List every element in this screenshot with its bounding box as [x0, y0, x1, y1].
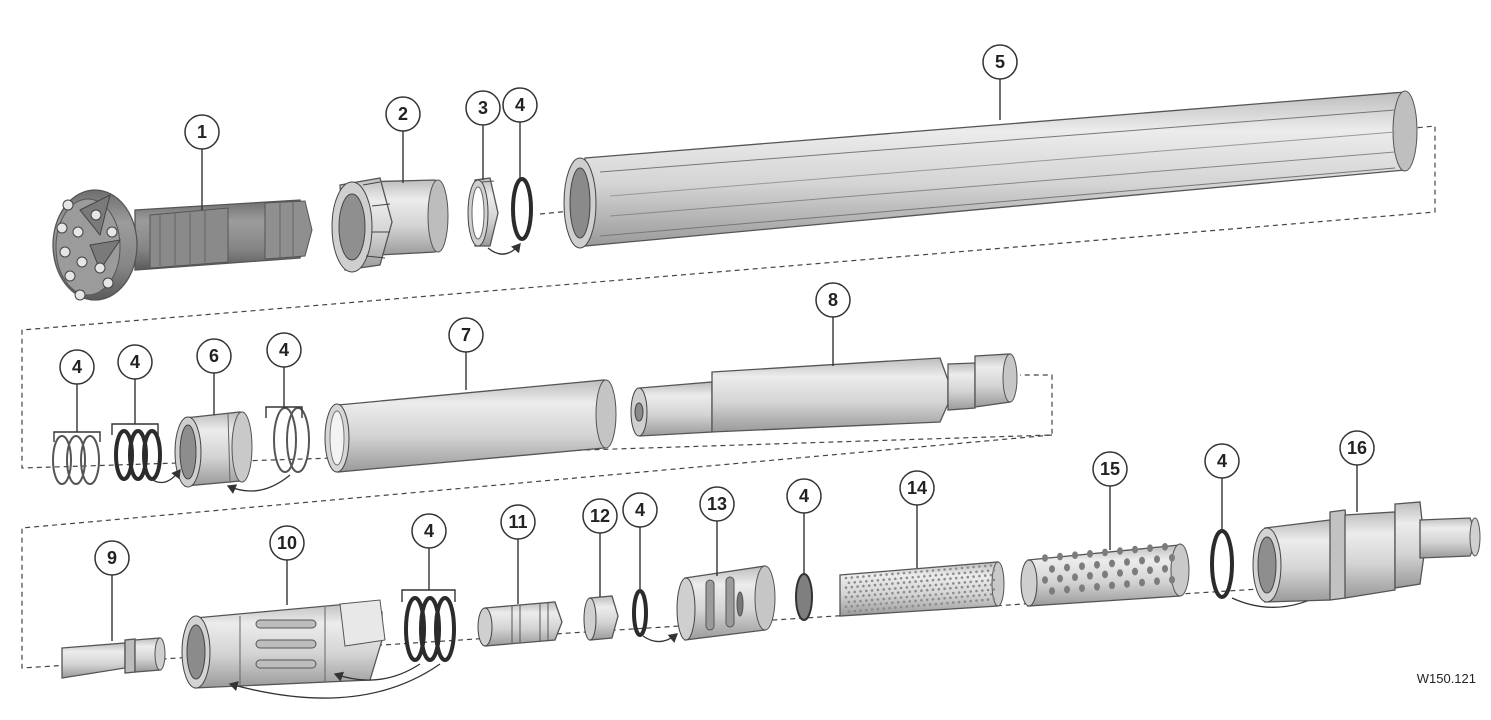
callout-5: 5	[982, 44, 1018, 80]
part-16-backhead	[1252, 501, 1481, 603]
callout-16-label: 16	[1347, 438, 1367, 458]
callout-7: 7	[448, 317, 484, 353]
drawing-code: W150.121	[1417, 671, 1476, 686]
part-1-drill-bit	[52, 189, 313, 301]
part-4-o-ring-set-b	[111, 423, 162, 481]
callout-4-label: 4	[799, 486, 809, 506]
callout-4: 4	[622, 492, 658, 528]
part-4-o-ring	[1210, 529, 1234, 599]
callout-7-label: 7	[461, 325, 471, 345]
assembly-arrow	[642, 633, 679, 643]
part-6-valve-sleeve	[174, 411, 253, 488]
callout-4-label: 4	[635, 500, 645, 520]
callout-2: 2	[385, 96, 421, 132]
callout-14: 14	[899, 470, 935, 506]
callout-8-label: 8	[828, 290, 838, 310]
part-12-spacer	[583, 595, 619, 641]
assembly-arrow	[333, 663, 421, 682]
callout-4: 4	[502, 87, 538, 123]
callout-16: 16	[1339, 430, 1375, 466]
callout-4: 4	[117, 344, 153, 380]
part-4-o-ring-set-c	[265, 406, 310, 473]
callout-14-label: 14	[907, 478, 927, 498]
part-7-cylinder	[324, 379, 617, 473]
callout-13-label: 13	[707, 494, 727, 514]
callout-4-label: 4	[1217, 451, 1227, 471]
callout-leaders	[76, 79, 1358, 641]
part-4-o-ring-set-a	[52, 431, 101, 485]
callout-13: 13	[699, 486, 735, 522]
callout-11-label: 11	[508, 512, 527, 532]
callout-5-label: 5	[995, 52, 1005, 72]
callout-15: 15	[1092, 451, 1128, 487]
assembly-arrow	[226, 474, 291, 494]
part-4-o-ring	[795, 573, 813, 621]
callout-10: 10	[269, 525, 305, 561]
assembly-arrow	[149, 468, 181, 484]
callout-4: 4	[1204, 443, 1240, 479]
callout-6: 6	[196, 338, 232, 374]
part-4-o-ring-set-d	[401, 589, 456, 662]
callout-2-label: 2	[398, 104, 408, 124]
part-3-retaining-ring	[467, 177, 499, 247]
part-13-valve-housing	[676, 565, 776, 641]
part-11-check-valve	[477, 601, 563, 647]
callout-11: 11	[500, 504, 536, 540]
part-9-foot-valve	[61, 637, 166, 679]
callout-12: 12	[582, 498, 618, 534]
callout-1: 1	[184, 114, 220, 150]
callout-6-label: 6	[209, 346, 219, 366]
callout-15-label: 15	[1100, 459, 1120, 479]
assembly-arrow	[487, 243, 521, 255]
part-15-perforated-sleeve	[1020, 543, 1190, 607]
assembly-arrow	[228, 663, 441, 699]
callout-4: 4	[786, 478, 822, 514]
callout-3: 3	[465, 90, 501, 126]
callout-4-label: 4	[130, 352, 140, 372]
callout-9-label: 9	[107, 548, 117, 568]
callout-4-label: 4	[279, 340, 289, 360]
part-2-chuck	[331, 177, 449, 273]
callout-4: 4	[411, 513, 447, 549]
callout-4: 4	[59, 349, 95, 385]
callout-4-label: 4	[515, 95, 525, 115]
callout-12-label: 12	[590, 506, 610, 526]
callout-9: 9	[94, 540, 130, 576]
callout-3-label: 3	[478, 98, 488, 118]
callout-10-label: 10	[277, 533, 297, 553]
callout-1-label: 1	[197, 122, 207, 142]
part-14-filter-screen	[839, 561, 1005, 617]
part-5-outer-cylinder	[563, 90, 1418, 249]
part-8-piston	[630, 353, 1018, 437]
callout-4: 4	[266, 332, 302, 368]
part-4-o-ring	[511, 177, 533, 241]
callout-4-label: 4	[72, 357, 82, 377]
callout-8: 8	[815, 282, 851, 318]
part-10-control-tube-housing	[181, 599, 386, 689]
callout-4-label: 4	[424, 521, 434, 541]
